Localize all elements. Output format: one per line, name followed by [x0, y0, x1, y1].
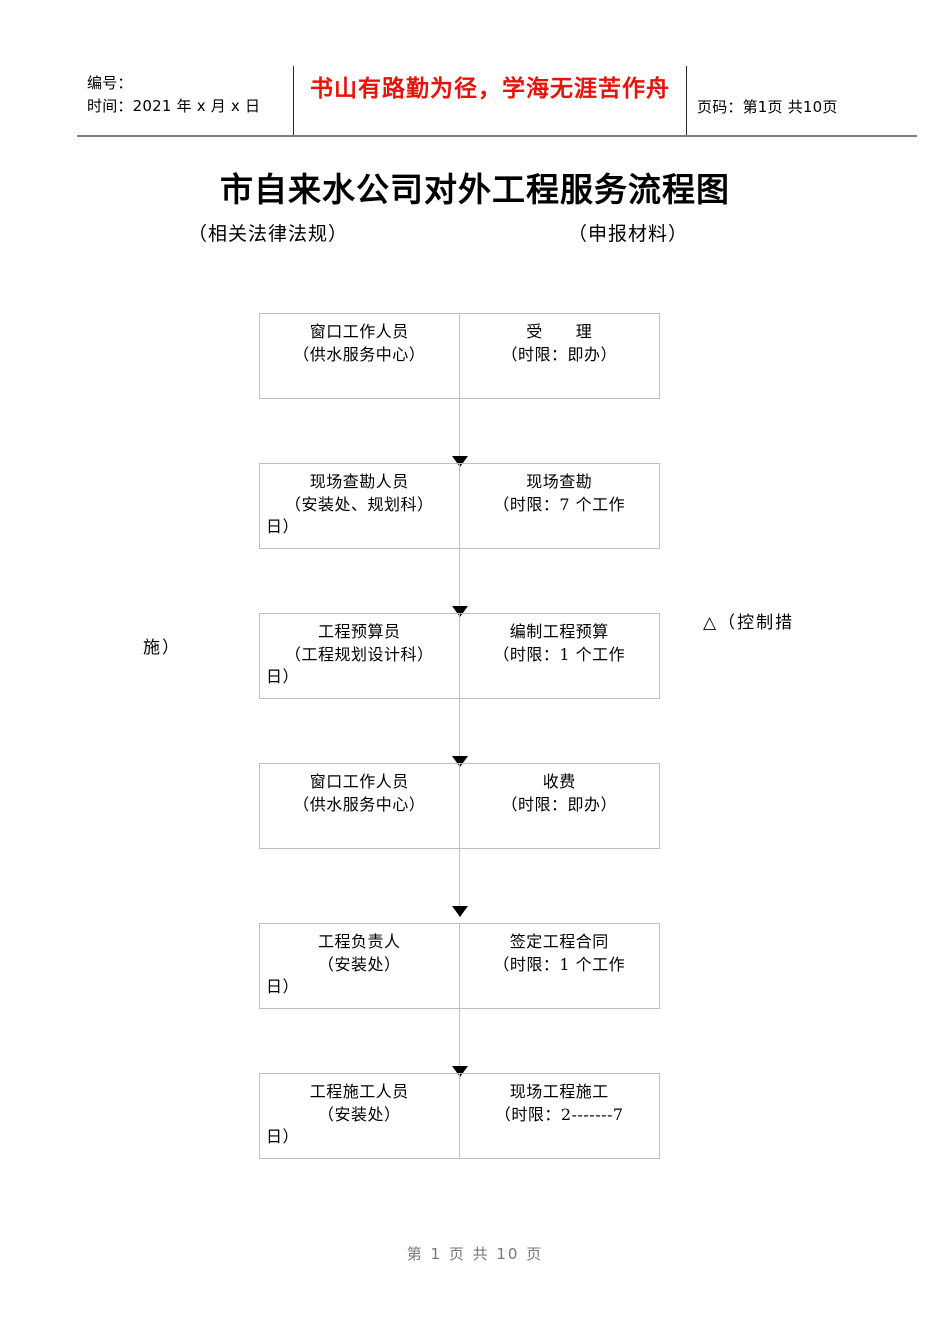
header-cell-motto: 书山有路勤为径，学海无涯苦作舟 [293, 66, 687, 138]
flow-step-6-overflow: 日） [266, 1127, 300, 1147]
flow-step-2-actor-cell: 现场查勘人员 （安装处、规划科） 日） [260, 464, 460, 548]
flow-step-5-task: 签定工程合同 [509, 932, 609, 951]
flow-step-box-4: 窗口工作人员 （供水服务中心） 收费 （时限：即办） [259, 763, 660, 849]
flow-step-2-task-limit: （时限：7 个工作 [493, 494, 626, 514]
flow-step-5-task-limit: （时限：1 个工作 [493, 954, 626, 974]
arrow-head-1-2 [452, 456, 468, 467]
header-number-label: 编号： [87, 74, 133, 92]
annotation-control-measure: △（控制措 [703, 613, 795, 633]
flow-step-5-actor-dept: （安装处） [317, 954, 401, 974]
header-cell-number: 编号： 时间：2021 年 x 月 x 日 [77, 66, 294, 138]
arrow-head-4-5 [452, 906, 468, 917]
flow-step-1-actor-cell: 窗口工作人员 （供水服务中心） [260, 314, 460, 398]
flow-step-box-6: 工程施工人员 （安装处） 日） 现场工程施工 （时限：2-------7 [259, 1073, 660, 1159]
flow-step-5-overflow: 日） [266, 977, 300, 997]
flow-step-2-actor: 现场查勘人员 [309, 472, 409, 491]
document-header-table: 编号： 时间：2021 年 x 月 x 日 书山有路勤为径，学海无涯苦作舟 页码… [77, 66, 917, 138]
page-title: 市自来水公司对外工程服务流程图 [220, 170, 730, 209]
header-time-label: 时间：2021 年 x 月 x 日 [87, 97, 261, 116]
header-cell-page: 页码：第1页 共10页 [686, 66, 917, 138]
flow-step-4-task-limit: （时限：即办） [501, 794, 617, 814]
flow-step-box-1: 窗口工作人员 （供水服务中心） 受 理 （时限：即办） [259, 313, 660, 399]
flow-step-6-task-cell: 现场工程施工 （时限：2-------7 [460, 1074, 660, 1158]
flow-step-6-actor-cell: 工程施工人员 （安装处） 日） [260, 1074, 460, 1158]
flow-step-4-actor-cell: 窗口工作人员 （供水服务中心） [260, 764, 460, 848]
flow-step-2-actor-dept: （安装处、规划科） [284, 494, 434, 514]
connector-line-3-4 [459, 699, 460, 767]
flow-step-2-overflow: 日） [266, 517, 300, 537]
flow-step-3-task-limit: （时限：1 个工作 [493, 644, 626, 664]
flow-step-6-task-limit: （时限：2-------7 [494, 1104, 624, 1124]
flow-step-box-2: 现场查勘人员 （安装处、规划科） 日） 现场查勘 （时限：7 个工作 [259, 463, 660, 549]
flow-step-3-overflow: 日） [266, 667, 300, 687]
flow-step-3-actor-dept: （工程规划设计科） [284, 644, 434, 664]
flow-step-6-task: 现场工程施工 [509, 1082, 609, 1101]
flow-step-5-actor-cell: 工程负责人 （安装处） 日） [260, 924, 460, 1008]
connector-line-5-6 [459, 1009, 460, 1077]
flow-step-3-task: 编制工程预算 [509, 622, 609, 641]
flow-step-3-actor-cell: 工程预算员 （工程规划设计科） 日） [260, 614, 460, 698]
flow-step-4-actor-dept: （供水服务中心） [293, 794, 426, 814]
connector-line-2-3 [459, 549, 460, 617]
flow-step-6-actor-dept: （安装处） [317, 1104, 401, 1124]
flow-step-box-5: 工程负责人 （安装处） 日） 签定工程合同 （时限：1 个工作 [259, 923, 660, 1009]
arrow-head-3-4 [452, 756, 468, 767]
flow-step-5-task-cell: 签定工程合同 （时限：1 个工作 [460, 924, 660, 1008]
flow-step-3-actor: 工程预算员 [317, 622, 401, 641]
annotation-control-measure-overflow: 施） [143, 638, 181, 658]
flow-step-4-actor: 窗口工作人员 [309, 772, 409, 791]
connector-line-4-5 [459, 849, 460, 917]
header-motto-text: 书山有路勤为径，学海无涯苦作舟 [310, 76, 670, 102]
connector-line-1-2 [459, 399, 460, 467]
subtitle-application-materials: （申报材料） [568, 223, 689, 245]
arrow-head-2-3 [452, 606, 468, 617]
flow-step-1-task-limit: （时限：即办） [501, 344, 617, 364]
flow-step-1-task: 受 理 [526, 322, 593, 341]
flow-step-4-task: 收费 [542, 772, 576, 791]
header-page-label: 页码：第1页 共10页 [697, 98, 838, 116]
flow-step-3-task-cell: 编制工程预算 （时限：1 个工作 [460, 614, 660, 698]
flow-step-box-3: 工程预算员 （工程规划设计科） 日） 编制工程预算 （时限：1 个工作 [259, 613, 660, 699]
subtitle-legal-basis: （相关法律法规） [188, 223, 349, 245]
flow-step-2-task-cell: 现场查勘 （时限：7 个工作 [460, 464, 660, 548]
flow-step-1-actor: 窗口工作人员 [309, 322, 409, 341]
flow-step-2-task: 现场查勘 [526, 472, 593, 491]
header-row: 编号： 时间：2021 年 x 月 x 日 书山有路勤为径，学海无涯苦作舟 页码… [77, 66, 917, 138]
arrow-head-5-6 [452, 1066, 468, 1077]
flow-step-6-actor: 工程施工人员 [309, 1082, 409, 1101]
flow-step-1-actor-dept: （供水服务中心） [293, 344, 426, 364]
flow-step-5-actor: 工程负责人 [317, 932, 401, 951]
flow-step-1-task-cell: 受 理 （时限：即办） [460, 314, 660, 398]
flow-step-4-task-cell: 收费 （时限：即办） [460, 764, 660, 848]
page-footer: 第 1 页 共 10 页 [406, 1245, 544, 1263]
